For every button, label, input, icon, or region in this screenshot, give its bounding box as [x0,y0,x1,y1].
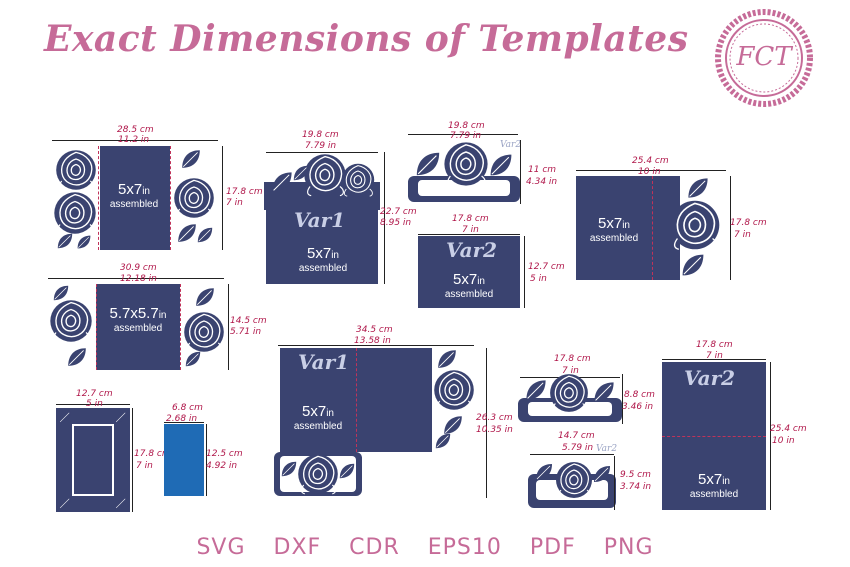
height-cm: 22.7 cm [380,207,417,217]
card-shape [280,348,434,452]
width-cm: 28.5 cm [117,125,154,135]
fct-logo: FCT [714,8,814,108]
height-cm: 25.4 cm [770,424,807,434]
variant-label: Var1 [298,350,350,374]
width-in: 5 in [86,399,103,409]
card-shape [418,236,520,308]
height-cm: 8.8 cm [624,390,655,400]
height-cm: 17.8 cm [134,449,171,459]
variant-label: Var1 [294,208,346,232]
width-cm: 34.5 cm [356,325,393,335]
height-cm: 9.5 cm [620,470,651,480]
rose-pattern-icon [48,284,96,370]
format-dxf: DXF [273,535,322,560]
width-in: 7.79 in [450,131,482,141]
rose-frame-icon [56,408,130,512]
height-in: 4.92 in [206,461,238,471]
width-in: 13.58 in [354,336,391,346]
height-cm: 26.3 cm [476,413,513,423]
height-in: 7 in [734,230,751,240]
width-in: 5.79 in [562,443,594,453]
variant-label: Var2 [684,366,736,390]
width-in: 12.18 in [120,274,157,284]
size-label: 5x7in assembled [298,245,348,274]
width-cm: 6.8 cm [172,403,203,413]
width-in: 7 in [562,366,579,376]
height-cm: 14.5 cm [230,316,267,326]
height-in: 10 in [772,436,795,446]
rose-pattern-icon [518,373,622,422]
height-in: 8.95 in [380,218,412,228]
width-cm: 17.8 cm [452,214,489,224]
width-cm: 25.4 cm [632,156,669,166]
height-cm: 17.8 cm [730,218,767,228]
rose-pattern-icon [170,146,218,250]
size-label: 5x7in assembled [689,471,739,500]
variant-label: Var2 [446,238,498,262]
height-in: 3.46 in [622,402,654,412]
rose-pocket-icon [274,452,362,496]
height-in: 7 in [136,461,153,471]
size-label: 5x7in assembled [589,215,639,244]
height-cm: 12.7 cm [528,262,565,272]
size-label: 5x7in assembled [444,271,494,300]
size-label: 5.7x5.7in assembled [109,305,167,334]
height-cm: 17.8 cm [226,187,263,197]
width-cm: 17.8 cm [554,354,591,364]
format-pdf: PDF [529,535,576,560]
page-title: Exact Dimensions of Templates [44,18,689,60]
size-label: 5x7in assembled [109,181,159,210]
card-shape [266,206,378,284]
width-in: 10 in [638,167,661,177]
format-png: PNG [603,535,654,560]
rose-pattern-icon [432,348,476,452]
height-in: 5 in [530,274,547,284]
height-in: 5.71 in [230,327,262,337]
width-in: 11.2 in [118,135,150,145]
rose-pattern-icon [408,141,520,202]
width-in: 7 in [462,225,479,235]
variant-label: Var2 [500,140,522,150]
width-in: 7.79 in [305,141,337,151]
width-cm: 30.9 cm [120,263,157,273]
width-cm: 12.7 cm [76,389,113,399]
rose-pattern-icon [528,461,616,508]
rose-pattern-icon [180,284,226,370]
logo-text: FCT [736,42,792,72]
format-eps10: EPS10 [427,535,502,560]
width-cm: 17.8 cm [696,340,733,350]
height-cm: 12.5 cm [206,449,243,459]
height-in: 3.74 in [620,482,652,492]
size-label: 5x7in assembled [293,403,343,432]
insert-card [164,424,204,496]
width-in: 7 in [706,351,723,361]
format-cdr: CDR [349,535,400,560]
height-in: 4.34 in [526,177,558,187]
file-formats: SVG DXF CDR EPS10 PDF PNG [0,535,850,560]
rose-pattern-icon [669,176,726,280]
width-cm: 14.7 cm [558,431,595,441]
rose-pattern-icon [52,146,100,250]
width-in: 2.68 in [166,414,198,424]
width-cm: 19.8 cm [302,130,339,140]
ornate-frame-icon [715,9,813,107]
height-cm: 11 cm [528,165,557,175]
height-in: 10.35 in [476,425,513,435]
variant-label: Var2 [596,444,618,454]
rose-pattern-icon [264,153,380,210]
width-line [52,140,218,141]
format-svg: SVG [196,535,246,560]
width-cm: 19.8 cm [448,121,485,131]
height-in: 7 in [226,198,243,208]
